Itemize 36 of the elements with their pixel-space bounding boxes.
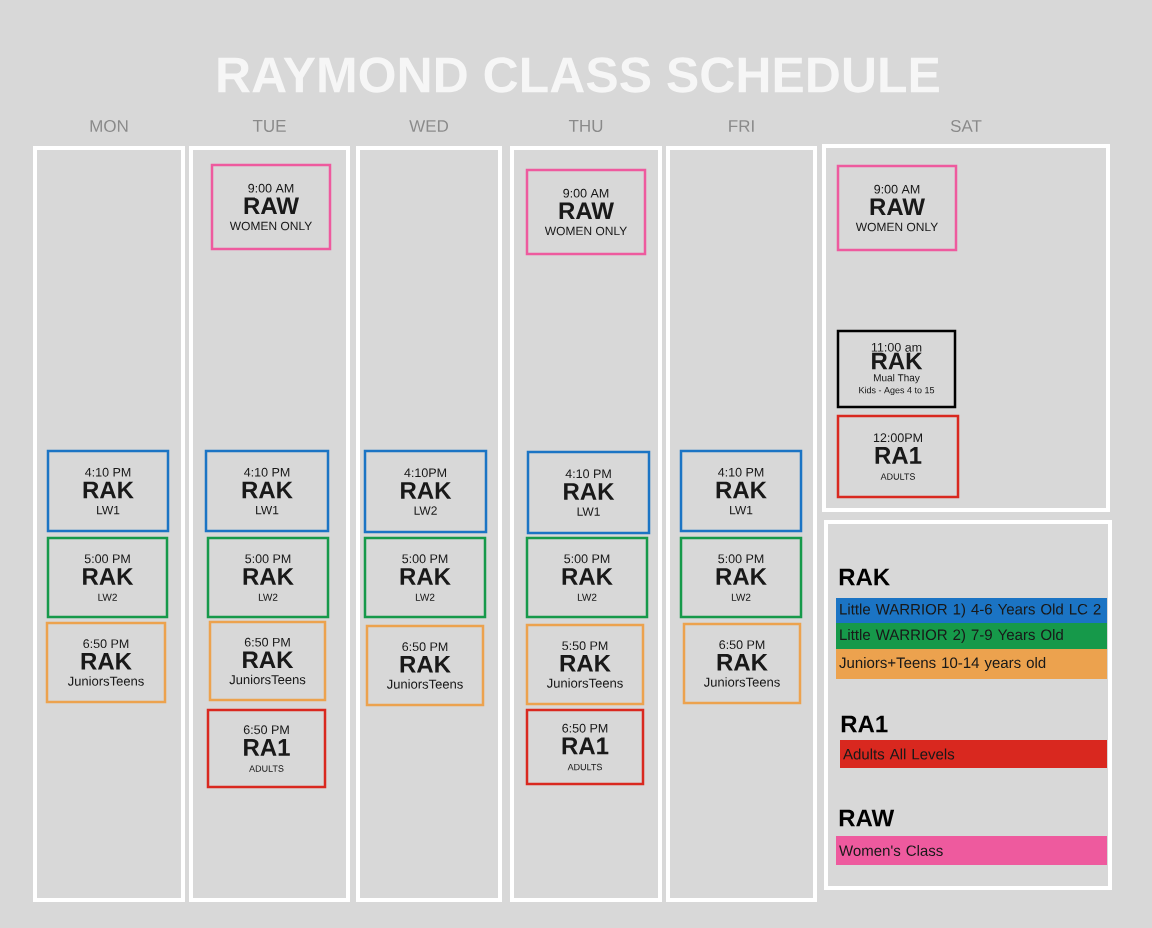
- legend-bar: Little WARRIOR 2) 7-9 Years Old: [836, 623, 1107, 649]
- class-box: 6:50 PM RAK JuniorsTeens: [45, 621, 167, 704]
- class-box: 12:00PM RA1 ADULTS: [836, 414, 960, 499]
- legend-bar: Little WARRIOR 1) 4-6 Years Old LC 2: [836, 598, 1107, 623]
- class-code-heading: RA1: [841, 715, 888, 733]
- legend-bar: Adults All Levels: [840, 740, 1107, 768]
- class-box: 11:00 am RAK Mual Thay Kids - Ages 4 to 15: [836, 329, 957, 409]
- class-box: 4:10 PM RAK LW1: [526, 450, 651, 535]
- class-box: 5:00 PM RAK LW2: [206, 536, 330, 619]
- day-heading: SAT: [950, 120, 982, 132]
- class-box: 9:00 AM RAW WOMEN ONLY: [210, 163, 332, 251]
- day-heading: FRI: [729, 120, 754, 132]
- class-box: 6:50 PM RA1 ADULTS: [206, 708, 327, 789]
- class-box: 5:00 PM RAK LW2: [363, 536, 487, 619]
- class-code-heading: RAW: [839, 809, 895, 827]
- legend-bar: Juniors+Teens 10-14 years old: [836, 649, 1107, 679]
- class-code-heading: RAK: [839, 568, 890, 586]
- class-box: 5:50 PM RAK JuniorsTeens: [525, 623, 645, 706]
- class-box: 4:10 PM RAK LW1: [679, 449, 803, 533]
- day-heading: THU: [568, 120, 603, 132]
- class-box: 5:00 PM RAK LW2: [46, 536, 169, 619]
- class-box: 4:10 PM RAK LW1: [204, 449, 330, 533]
- day-heading: MON: [90, 120, 128, 132]
- day-heading: TUE: [252, 120, 286, 132]
- legend-bar: Women's Class: [836, 836, 1107, 865]
- class-box: 9:00 AM RAW WOMEN ONLY: [525, 168, 647, 256]
- class-box: 5:00 PM RAK LW2: [679, 536, 803, 619]
- class-box: 6:50 PM RAK JuniorsTeens: [208, 620, 327, 702]
- class-box: 9:00 AM RAW WOMEN ONLY: [836, 164, 958, 252]
- class-box: 6:50 PM RAK JuniorsTeens: [365, 624, 485, 707]
- class-box: 6:50 PM RAK JuniorsTeens: [682, 622, 802, 705]
- class-box: 4:10 PM RAK LW1: [46, 449, 170, 533]
- class-box: 4:10PM RAK LW2: [363, 449, 488, 534]
- class-box: 6:50 PM RA1 ADULTS: [525, 708, 645, 786]
- day-heading: WED: [409, 120, 449, 132]
- class-box: 5:00 PM RAK LW2: [525, 536, 649, 619]
